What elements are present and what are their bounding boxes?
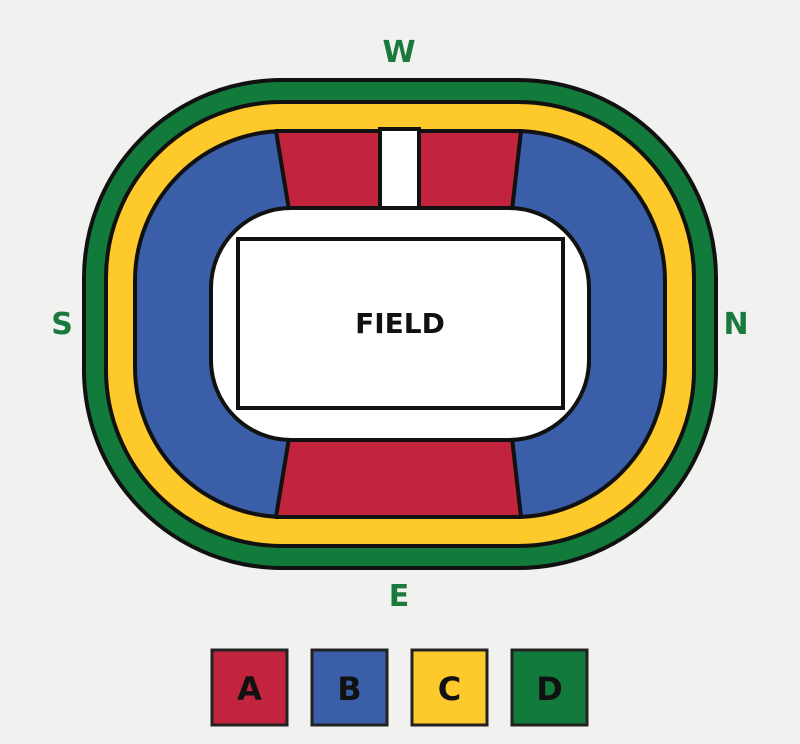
top-aisle-gap: [378, 127, 421, 210]
legend: A B C D: [210, 648, 589, 727]
legend-item-c[interactable]: C: [410, 648, 489, 727]
legend-swatch-a[interactable]: [210, 648, 289, 727]
legend-item-d[interactable]: D: [510, 648, 589, 727]
legend-item-b[interactable]: B: [310, 648, 389, 727]
legend-swatch-c[interactable]: [410, 648, 489, 727]
section-a-bottom[interactable]: [274, 436, 523, 519]
compass-west-label: W: [382, 35, 415, 70]
compass-south-label: S: [51, 307, 73, 342]
legend-item-a[interactable]: A: [210, 648, 289, 727]
legend-label-b: B: [337, 670, 361, 708]
legend-label-d: D: [536, 670, 563, 708]
legend-swatch-d[interactable]: [510, 648, 589, 727]
legend-label-a: A: [237, 670, 262, 708]
legend-label-c: C: [438, 670, 461, 708]
field-label: FIELD: [355, 307, 445, 340]
playing-field: [236, 237, 565, 410]
legend-swatch-b[interactable]: [310, 648, 389, 727]
compass-east-label: E: [389, 579, 410, 614]
compass-north-label: N: [723, 307, 748, 342]
